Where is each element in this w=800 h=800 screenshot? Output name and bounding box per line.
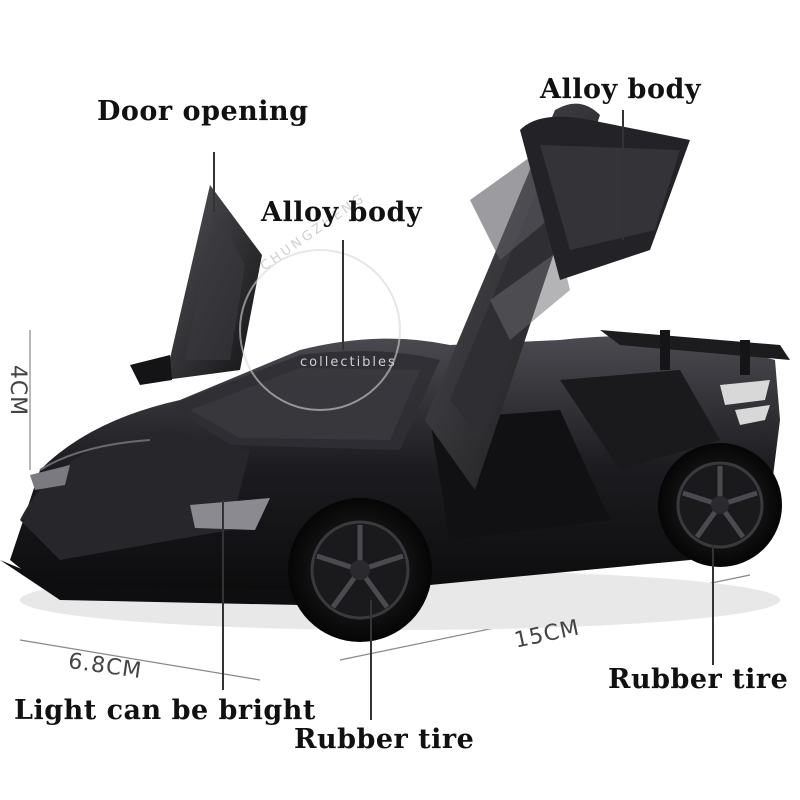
label-alloy-body-top: Alloy body <box>540 74 702 105</box>
headlight <box>190 498 270 530</box>
leader-door-opening <box>213 152 215 212</box>
leader-rubber-tire-front <box>370 600 372 720</box>
dimension-height: 4CM <box>5 364 31 417</box>
label-door-opening: Door opening <box>97 96 309 127</box>
label-rubber-tire-front: Rubber tire <box>294 724 475 755</box>
side-mirror <box>130 355 172 385</box>
leader-rubber-tire-rear <box>712 545 714 665</box>
watermark-circle <box>239 249 401 411</box>
leader-alloy-body-top <box>622 110 624 240</box>
label-alloy-body-mid: Alloy body <box>261 197 423 228</box>
watermark-bottom: collectibles <box>300 355 397 370</box>
label-rubber-tire-rear: Rubber tire <box>608 664 789 695</box>
label-light: Light can be bright <box>14 695 316 726</box>
front-wheel <box>288 498 432 642</box>
width-guide-line <box>19 639 261 681</box>
leader-light <box>222 500 224 690</box>
leader-alloy-body-mid <box>342 240 344 350</box>
rear-wheel <box>658 443 782 567</box>
